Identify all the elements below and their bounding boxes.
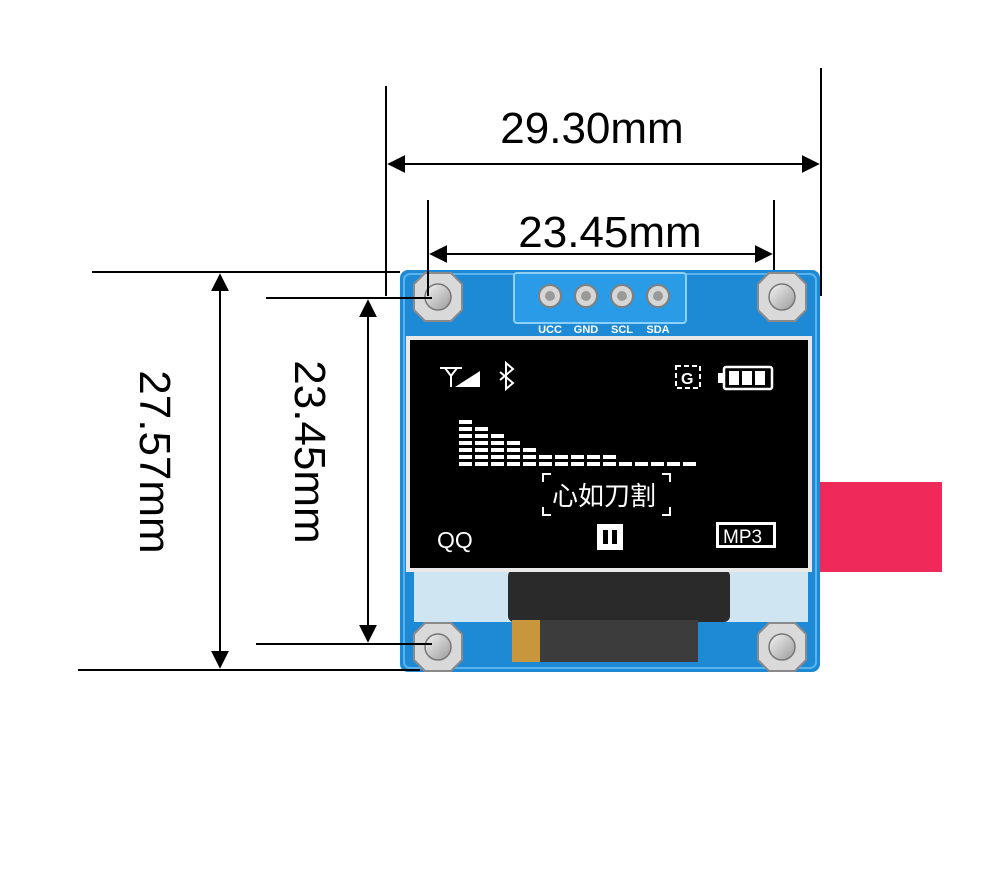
board-width-label: 29.30mm: [500, 104, 683, 153]
spectrum-segment: [491, 448, 504, 452]
spectrum-segment: [459, 448, 472, 452]
screen-height-label: 23.45mm: [285, 360, 334, 543]
pin-hole: [545, 291, 555, 301]
pin-labels: UCC GND SCL SDA: [538, 324, 670, 336]
glass-panel: [414, 566, 808, 662]
qq-label: QQ: [437, 527, 473, 553]
mp3-badge: MP3: [716, 522, 776, 548]
spectrum-segment: [507, 441, 520, 445]
pin-row: [538, 284, 670, 308]
spectrum-segment: [459, 434, 472, 438]
spectrum-segment: [459, 455, 472, 459]
mounting-hole-icon: [413, 622, 463, 672]
battery-icon: [718, 365, 774, 391]
spectrum-segment: [507, 462, 520, 466]
g-icon: G: [675, 365, 701, 389]
spectrum-segment: [523, 448, 536, 452]
spectrum-segment: [603, 455, 616, 459]
pin-label-gnd: GND: [574, 324, 599, 336]
pin-label-sda: SDA: [646, 324, 669, 336]
spectrum-segment: [683, 462, 696, 466]
board-height-label: 27.57mm: [130, 370, 179, 553]
spectrum-segment: [523, 462, 536, 466]
spectrum-segment: [619, 462, 632, 466]
spectrum-segment: [571, 455, 584, 459]
song-title-frame: [542, 473, 671, 516]
spectrum-segment: [459, 420, 472, 424]
spectrum-segment: [651, 462, 664, 466]
mounting-hole-icon: [413, 272, 463, 322]
spectrum-segment: [555, 455, 568, 459]
spectrum-segment: [667, 462, 680, 466]
screen-width-label: 23.45mm: [518, 208, 701, 257]
pause-icon: [597, 524, 623, 550]
mounting-hole-icon: [757, 272, 807, 322]
flex-connector: [818, 482, 942, 572]
spectrum-segment: [491, 441, 504, 445]
spectrum-segment: [539, 462, 552, 466]
spectrum-segment: [475, 441, 488, 445]
spectrum-segment: [459, 427, 472, 431]
dimension-annotations: [78, 68, 822, 671]
pin-label-scl: SCL: [611, 324, 633, 336]
spectrum-segment: [555, 462, 568, 466]
spectrum-segment: [475, 462, 488, 466]
spectrum-segment: [635, 462, 648, 466]
song-title: 心如刀割: [552, 481, 656, 511]
signal-icon: [440, 367, 480, 387]
pin-hole: [581, 291, 591, 301]
spectrum-segment: [571, 462, 584, 466]
pin-header: [513, 272, 687, 324]
spectrum-segment: [603, 462, 616, 466]
spectrum-visualizer: [459, 420, 696, 466]
spectrum-segment: [491, 434, 504, 438]
pin-hole: [653, 291, 663, 301]
mounting-hole-icon: [757, 622, 807, 672]
spectrum-segment: [475, 455, 488, 459]
spectrum-segment: [491, 462, 504, 466]
spectrum-segment: [459, 441, 472, 445]
spectrum-segment: [507, 455, 520, 459]
svg-text:MP3: MP3: [723, 527, 762, 548]
pin-label-ucc: UCC: [538, 324, 562, 336]
spectrum-segment: [475, 448, 488, 452]
spectrum-segment: [507, 448, 520, 452]
spectrum-segment: [459, 462, 472, 466]
spectrum-segment: [587, 462, 600, 466]
spectrum-segment: [587, 455, 600, 459]
mounting-holes: [413, 272, 807, 672]
bluetooth-icon: [499, 360, 515, 392]
svg-text:G: G: [681, 371, 693, 388]
spectrum-segment: [523, 455, 536, 459]
spectrum-segment: [539, 455, 552, 459]
pin-hole: [617, 291, 627, 301]
spectrum-segment: [491, 455, 504, 459]
spectrum-segment: [475, 427, 488, 431]
spectrum-segment: [475, 434, 488, 438]
